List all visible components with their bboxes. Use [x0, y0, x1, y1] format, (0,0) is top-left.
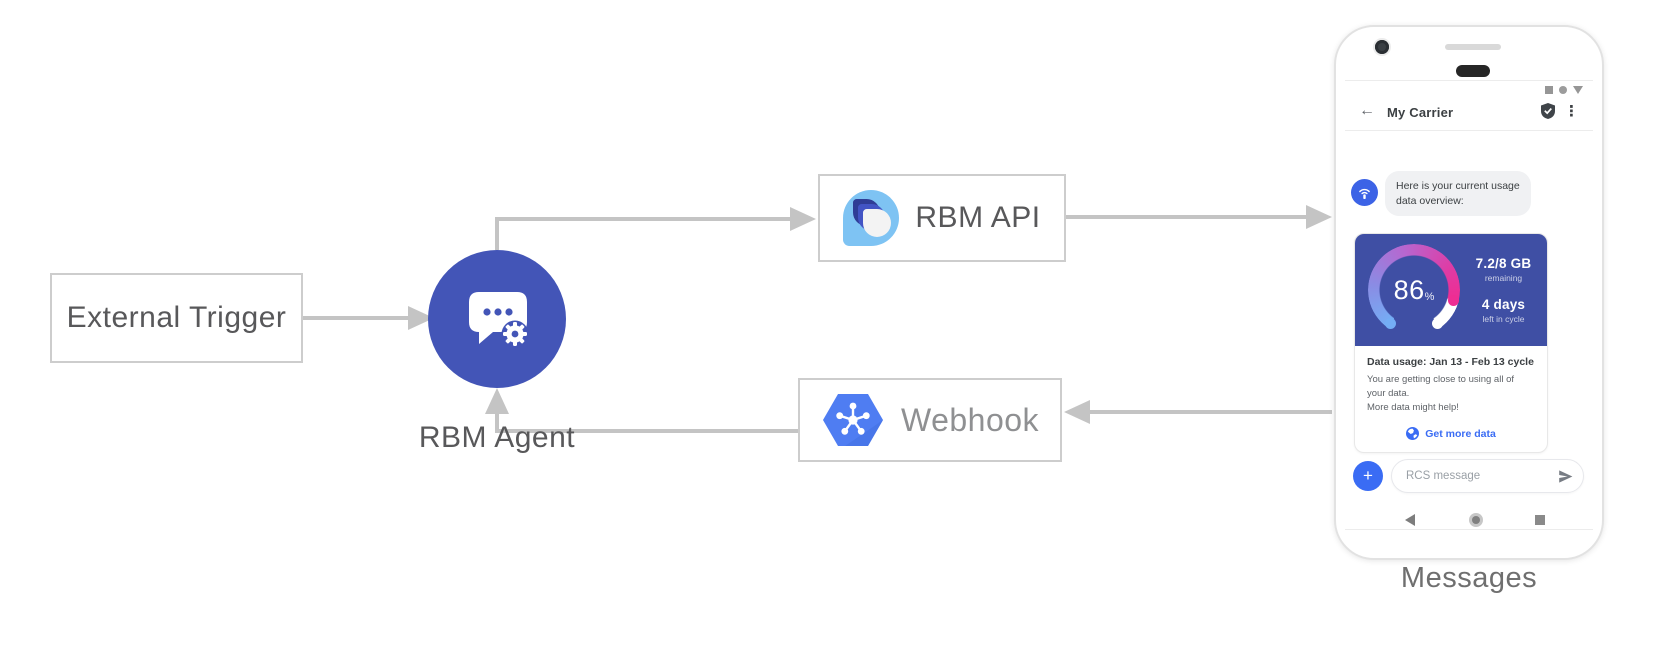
earpiece-pill — [1456, 65, 1490, 77]
gauge-value: 86 % — [1368, 244, 1460, 336]
rbm-agent-node — [428, 250, 566, 388]
agent-message-row: Here is your current usage data overview… — [1351, 171, 1587, 217]
rbm-agent-label: RBM Agent — [418, 421, 576, 454]
send-button[interactable] — [1558, 470, 1573, 483]
messages-caption: Messages — [1400, 562, 1538, 594]
agent-message-bubble: Here is your current usage data overview… — [1385, 171, 1531, 217]
usage-info-section: Data usage: Jan 13 - Feb 13 cycle You ar… — [1355, 346, 1547, 418]
status-triangle-icon — [1573, 86, 1583, 94]
external-trigger-node: External Trigger — [50, 273, 303, 363]
back-arrow-icon[interactable]: ← — [1359, 102, 1375, 119]
conversation-title: My Carrier — [1387, 105, 1454, 120]
data-remaining-value: 7.2/8 GB — [1475, 256, 1532, 271]
days-left-label: left in cycle — [1482, 314, 1525, 324]
globe-icon — [1406, 427, 1420, 441]
arrow-trigger-to-agent — [303, 306, 434, 330]
nav-back-button[interactable] — [1405, 514, 1415, 526]
usage-percent-unit: % — [1424, 291, 1435, 303]
header-divider — [1345, 130, 1593, 131]
usage-gauge: 86 % — [1368, 244, 1460, 336]
nav-recents-button[interactable] — [1535, 515, 1545, 525]
verified-shield-icon — [1541, 103, 1555, 119]
speaker-slot — [1445, 44, 1501, 50]
phone-mockup: ← My Carrier ⋮ Here is y — [1334, 25, 1604, 560]
usage-card-body: You are getting close to using all of yo… — [1367, 374, 1514, 413]
antenna-icon — [1359, 188, 1370, 199]
compose-row: + — [1353, 459, 1584, 493]
gauge-ring — [1368, 244, 1460, 336]
android-navbar — [1345, 509, 1593, 531]
add-attachment-button[interactable]: + — [1353, 461, 1383, 491]
get-more-data-label: Get more data — [1425, 427, 1496, 440]
status-bar — [1545, 86, 1583, 94]
arrow-phone-to-webhook — [1064, 400, 1332, 424]
data-remaining-label: remaining — [1484, 273, 1523, 283]
message-input-wrap — [1391, 459, 1584, 493]
webhook-hexagon-icon — [822, 394, 883, 446]
rcs-message-input[interactable] — [1392, 460, 1583, 492]
usage-stats: 7.2/8 GB remaining 4 days left in cycle — [1460, 234, 1547, 346]
status-square-icon — [1545, 86, 1553, 94]
rbm-api-label: RBM API — [915, 201, 1041, 234]
usage-card-heading: Data usage: Jan 13 - Feb 13 cycle — [1367, 356, 1534, 368]
phone-screen: ← My Carrier ⋮ Here is y — [1345, 80, 1593, 530]
status-circle-icon — [1559, 86, 1567, 94]
nav-home-button[interactable] — [1469, 513, 1483, 527]
days-left-value: 4 days — [1481, 297, 1526, 312]
rbm-api-node: RBM API — [818, 174, 1066, 262]
data-usage-card: 86 % 7.2/8 GB remaining 4 days left in c… — [1354, 233, 1548, 454]
arrow-agent-to-api — [495, 207, 816, 250]
arrow-api-to-phone — [1066, 205, 1332, 229]
send-icon — [1559, 470, 1573, 483]
usage-percent: 86 — [1393, 274, 1425, 305]
agent-message-line2: data overview: — [1396, 194, 1464, 207]
usage-hero-section: 86 % 7.2/8 GB remaining 4 days left in c… — [1355, 234, 1547, 346]
webhook-node: Webhook — [798, 378, 1062, 462]
webhook-label: Webhook — [900, 401, 1040, 438]
carrier-avatar — [1351, 179, 1378, 206]
overflow-menu-icon[interactable]: ⋮ — [1564, 103, 1579, 120]
rbm-api-logo-icon — [843, 190, 900, 246]
get-more-data-action[interactable]: Get more data — [1355, 418, 1547, 452]
conversation-header: ← My Carrier ⋮ — [1345, 97, 1593, 129]
external-trigger-label: External Trigger — [66, 301, 287, 334]
camera-icon — [1375, 40, 1389, 54]
chat-agent-icon — [469, 292, 529, 348]
agent-message-line1: Here is your current usage — [1396, 180, 1520, 192]
